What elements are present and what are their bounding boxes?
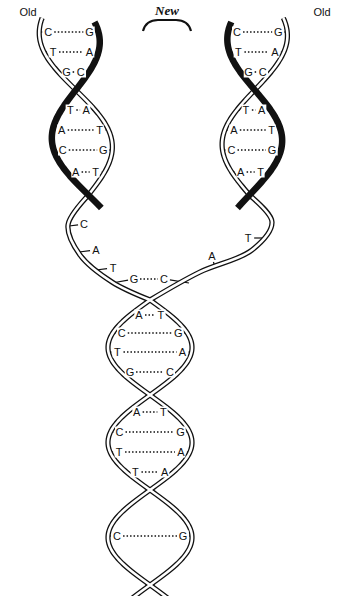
base-pair-bond [123, 535, 177, 537]
base-letter: G [175, 427, 186, 438]
base-letter: A [85, 47, 94, 58]
base-letter: T [109, 263, 118, 274]
base-letter: A [132, 407, 141, 418]
base-pair-bond [69, 149, 97, 151]
base-letter: C [79, 219, 89, 230]
base-letter: T [267, 125, 276, 136]
base-letter: C [58, 145, 68, 156]
strands [39, 18, 287, 596]
base-letter: G [267, 145, 278, 156]
base-letter: A [178, 347, 187, 358]
base-letter: T [244, 233, 253, 244]
base-letter: C [112, 531, 122, 542]
base-pair-bond [143, 411, 158, 413]
base-letter: C [43, 27, 53, 38]
base-letter: C [117, 328, 127, 339]
new-strand [227, 22, 282, 208]
base-letter: A [270, 47, 279, 58]
base-letter: G [173, 328, 184, 339]
base-pair-bond [141, 471, 158, 473]
base-letter: C [115, 427, 125, 438]
old-strand [108, 300, 192, 596]
base-letter: C [76, 67, 86, 78]
base-letter: A [91, 245, 100, 256]
old-strand [150, 18, 287, 300]
old-strand [39, 18, 150, 300]
base-letter: T [131, 467, 140, 478]
base-letter: T [113, 347, 122, 358]
base-letter: C [227, 145, 237, 156]
base-pair-bond [243, 31, 272, 33]
base-letter: T [66, 105, 75, 116]
base-pair-bond [125, 451, 175, 453]
base-pair-bond [140, 278, 158, 280]
base-letter: A [81, 105, 90, 116]
base-letter: G [273, 27, 284, 38]
base-letter: G [178, 531, 189, 542]
base-letter: G [243, 67, 254, 78]
old-strand-core [108, 300, 192, 596]
new-bracket [143, 20, 191, 31]
base-pair-bond [123, 351, 176, 353]
base-letter: A [71, 167, 80, 178]
base-pair-bond [126, 431, 175, 433]
base-pair-bond [68, 129, 94, 131]
base-letter: C [165, 367, 175, 378]
base-pair-bond [240, 129, 266, 131]
base-pair-bond [255, 71, 257, 73]
base-pair-bond [252, 109, 256, 111]
base-pair-bond [76, 109, 80, 111]
old-strand-core [39, 18, 150, 300]
base-letter: T [95, 125, 104, 136]
base-letter: T [157, 310, 166, 321]
old-strand-core [108, 300, 192, 596]
base-letter: A [257, 105, 266, 116]
base-pair-bond [59, 51, 83, 53]
base-letter: T [115, 447, 124, 458]
strand-label: Old [312, 7, 331, 18]
base-letter: A [229, 125, 238, 136]
base-tick [254, 237, 262, 238]
base-letter: T [91, 167, 100, 178]
base-letter: T [256, 167, 265, 178]
base-letter: G [84, 27, 95, 38]
base-letter: T [234, 47, 243, 58]
base-pair-bond [136, 371, 164, 373]
strand-label: New [154, 4, 180, 17]
base-letter: A [176, 447, 185, 458]
base-pair-bond [54, 31, 83, 33]
base-letter: A [236, 167, 245, 178]
base-pair-bond [82, 171, 90, 173]
base-pair-bond [73, 71, 75, 73]
base-letter: A [134, 310, 143, 321]
base-pair-bond [145, 314, 155, 316]
base-letter: G [125, 367, 136, 378]
base-letter: C [159, 274, 169, 285]
base-pair-bond [247, 171, 255, 173]
base-letter: G [129, 274, 140, 285]
old-strand [108, 300, 192, 596]
base-pair-bond [238, 149, 266, 151]
base-letter: A [57, 125, 66, 136]
base-letter: A [160, 467, 169, 478]
base-pair-bond [244, 51, 268, 53]
base-pair-bond [128, 332, 173, 334]
base-pair-bonds [39, 32, 287, 536]
base-letter: G [98, 145, 109, 156]
base-letter: T [159, 407, 168, 418]
base-letter: C [232, 27, 242, 38]
base-letter: T [241, 105, 250, 116]
old-strand-core [150, 18, 287, 300]
base-letter: A [207, 251, 216, 262]
base-letter: T [49, 47, 58, 58]
strand-label: Old [18, 7, 37, 18]
base-letter: C [258, 67, 268, 78]
base-letter: G [61, 67, 72, 78]
new-strand [52, 22, 102, 208]
